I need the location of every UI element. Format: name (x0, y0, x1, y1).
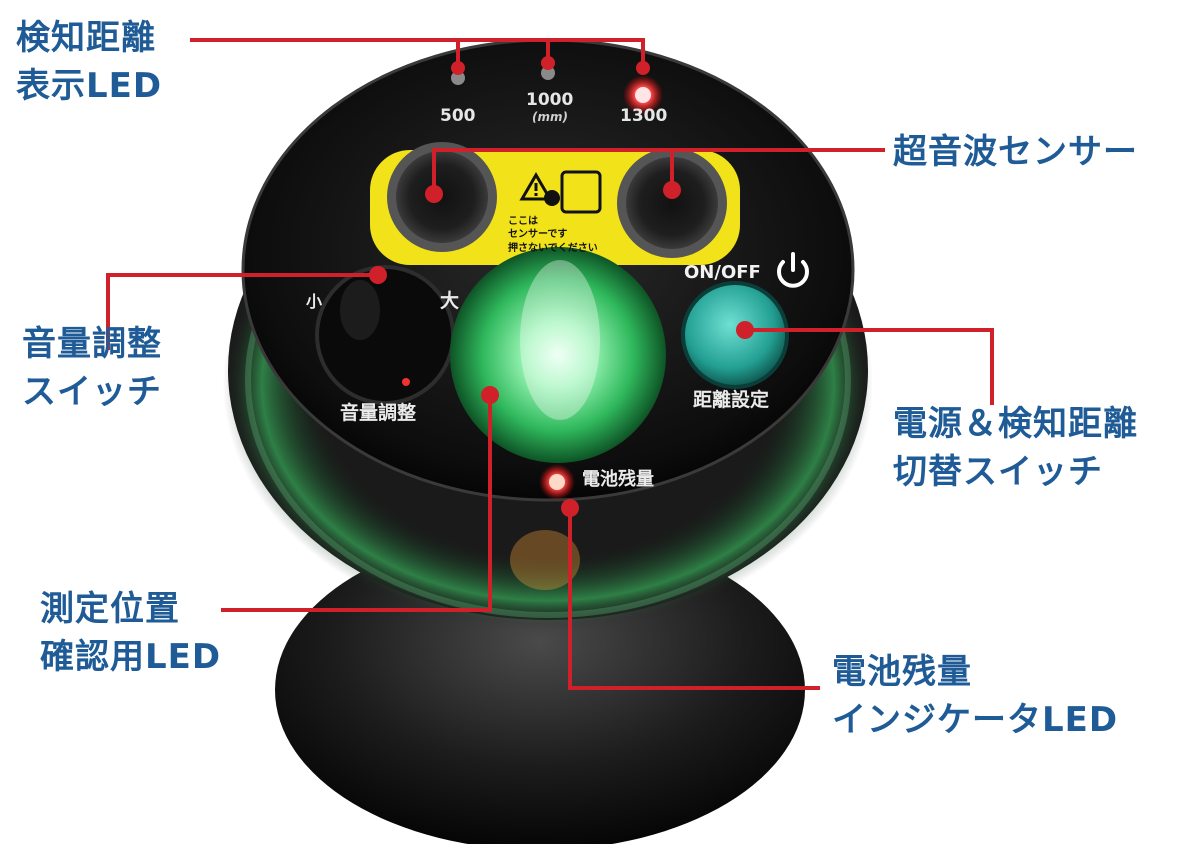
battery-led (549, 474, 565, 490)
callout-battery-led: 電池残量 インジケータLED (832, 648, 1118, 744)
distance-setting-label: 距離設定 (693, 389, 770, 411)
sticker-line-2: センサーです (508, 229, 568, 240)
callout-volume-switch-line1: 音量調整 (22, 324, 162, 364)
volume-label: 音量調整 (340, 402, 417, 424)
leader-dots (369, 56, 754, 517)
sticker-line-1: ここは (508, 216, 538, 227)
volume-knob[interactable] (315, 265, 455, 405)
leader-lines (106, 38, 994, 690)
led-500 (451, 71, 465, 85)
red-dot-knob (402, 378, 410, 386)
hand-icon (560, 170, 602, 214)
callout-ultrasonic-sensor-line1: 超音波センサー (893, 132, 1138, 172)
callout-volume-switch-line2: スイッチ (22, 372, 162, 412)
battery-label: 電池残量 (582, 469, 654, 490)
led-unit: (mm) (532, 110, 568, 124)
led-1300 (635, 87, 651, 103)
callout-battery-led-line2: インジケータLED (832, 700, 1119, 740)
callout-distance-led-line1: 検知距離 (16, 18, 156, 58)
warning-icon (519, 172, 553, 201)
led-label-500: 500 (440, 106, 476, 126)
callout-power-switch-line1: 電源＆検知距離 (893, 404, 1138, 444)
callout-position-led-line1: 測定位置 (40, 589, 180, 629)
no-touch-icon (544, 190, 560, 206)
callout-battery-led-line1: 電池残量 (832, 652, 972, 692)
power-label: ON/OFF (684, 262, 761, 283)
callout-distance-led-line2: 表示LED (16, 66, 163, 106)
callout-power-switch: 電源＆検知距離 切替スイッチ (893, 400, 1138, 496)
led-1000 (541, 66, 555, 80)
callout-power-switch-line2: 切替スイッチ (893, 452, 1103, 492)
callout-position-led-line2: 確認用LED (40, 637, 222, 677)
volume-min-label: 小 (306, 292, 323, 311)
callout-distance-led: 検知距離 表示LED (16, 14, 162, 110)
callout-ultrasonic-sensor: 超音波センサー (893, 128, 1138, 176)
sticker-line-3: 押さないでください (508, 243, 598, 254)
power-button[interactable] (681, 281, 789, 389)
power-icon (777, 252, 809, 288)
callout-volume-switch: 音量調整 スイッチ (22, 320, 162, 416)
led-label-1000: 1000 (526, 90, 574, 110)
position-led-lens (450, 247, 666, 463)
led-label-1300: 1300 (620, 106, 668, 126)
callout-position-led: 測定位置 確認用LED (40, 585, 221, 681)
volume-max-label: 大 (440, 290, 460, 312)
